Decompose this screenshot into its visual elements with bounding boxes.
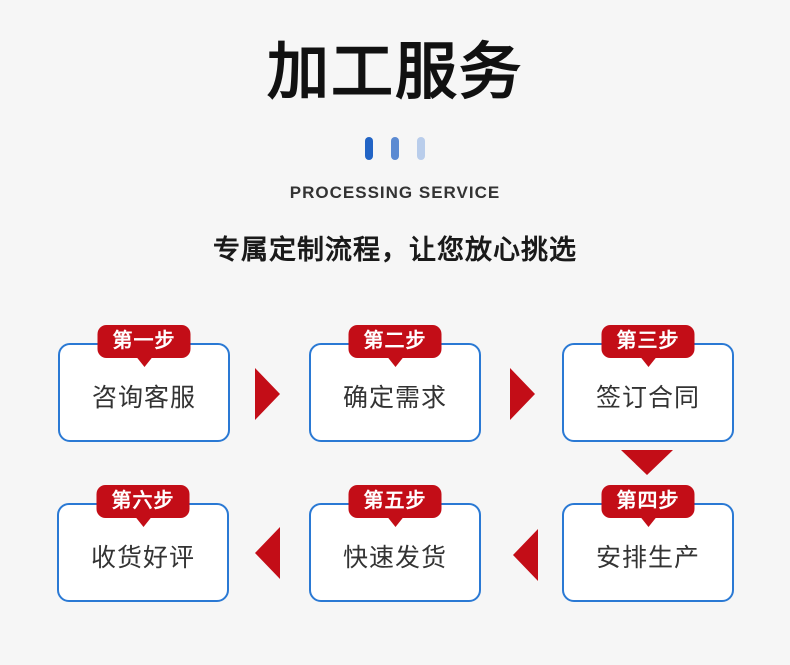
bar-dark-blue-icon bbox=[365, 137, 373, 161]
step-box-6: 第六步 收货好评 bbox=[57, 485, 229, 602]
step-label-4: 安排生产 bbox=[595, 543, 700, 572]
arrow-left-icon bbox=[255, 527, 280, 579]
step-label-1: 咨询客服 bbox=[91, 383, 196, 412]
step-label-2: 确定需求 bbox=[342, 383, 447, 412]
step-badge-3: 第三步 bbox=[601, 325, 695, 358]
step-label-5: 快速发货 bbox=[342, 543, 447, 572]
step-label-3: 签订合同 bbox=[595, 383, 700, 412]
bar-medium-blue-icon bbox=[391, 137, 399, 161]
step-badge-6: 第六步 bbox=[96, 485, 190, 518]
step-box-2: 第二步 确定需求 bbox=[309, 325, 481, 442]
arrow-right-icon bbox=[510, 368, 535, 420]
header: 加工服务 PROCESSING SERVICE 专属定制流程，让您放心挑选 bbox=[0, 0, 790, 267]
step-box-3: 第三步 签订合同 bbox=[562, 325, 734, 442]
page-title: 加工服务 bbox=[266, 38, 523, 107]
step-badge-5: 第五步 bbox=[348, 485, 442, 518]
step-label-6: 收货好评 bbox=[90, 543, 195, 572]
arrow-down-icon bbox=[621, 450, 673, 475]
step-badge-2: 第二步 bbox=[348, 325, 442, 358]
step-box-1: 第一步 咨询客服 bbox=[58, 325, 230, 442]
step-badge-4: 第四步 bbox=[601, 485, 695, 518]
step-box-4: 第四步 安排生产 bbox=[562, 485, 734, 602]
divider-bars-icon bbox=[0, 137, 790, 161]
step-badge-1: 第一步 bbox=[97, 325, 191, 358]
arrow-left-icon bbox=[513, 529, 538, 581]
arrow-right-icon bbox=[255, 368, 280, 420]
subtitle-english: PROCESSING SERVICE bbox=[289, 183, 501, 203]
tagline: 专属定制流程，让您放心挑选 bbox=[213, 235, 577, 266]
step-box-5: 第五步 快速发货 bbox=[309, 485, 481, 602]
bar-light-blue-icon bbox=[417, 137, 425, 161]
